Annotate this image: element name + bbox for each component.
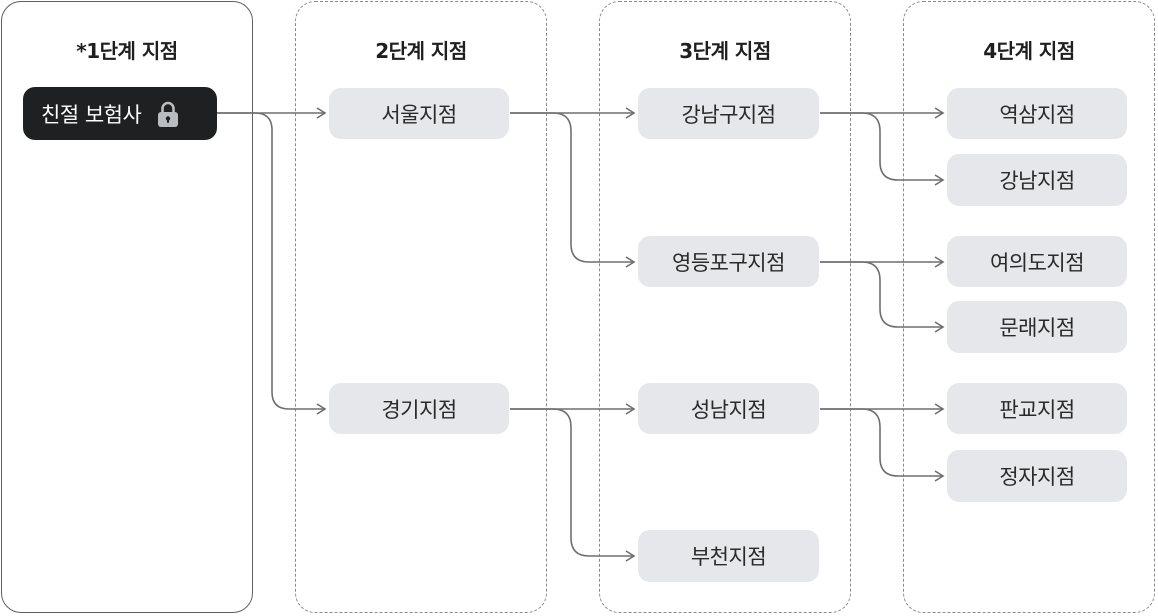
node-label: 영등포구지점 [672,250,785,275]
node-label: 판교지점 [999,397,1075,422]
level3-column: 3단계 지점 [599,1,851,613]
level2-column-title: 2단계 지점 [375,39,467,63]
node-label: 정자지점 [999,465,1075,489]
node-gangnam[interactable]: 강남지점 [947,154,1127,206]
root-node[interactable]: 친절 보험사 [23,87,217,140]
node-gangnamgu[interactable]: 강남구지점 [638,88,819,139]
node-yeouido[interactable]: 여의도지점 [947,236,1127,287]
edge-seoul-yeongdeungpo [510,112,636,268]
node-label: 강남지점 [999,169,1075,193]
node-bucheon[interactable]: 부천지점 [638,530,819,582]
node-gyeonggi[interactable]: 경기지점 [329,383,509,434]
level4-column-title: 4단계 지점 [983,39,1075,63]
node-yeongdeungpogu[interactable]: 영등포구지점 [638,236,819,287]
edge-seongnam-jeongja [820,408,945,482]
edge-gangnamgu-gangnam [820,112,945,186]
level1-column: *1단계 지점 [1,1,253,613]
edge-gyeonggi-bucheon [510,408,636,562]
level4-column: 4단계 지점 [903,1,1155,613]
node-label: 강남구지점 [681,102,776,127]
lock-icon [155,100,181,128]
level3-column-title: 3단계 지점 [679,39,771,63]
node-yeoksam[interactable]: 역삼지점 [947,88,1127,139]
node-label: 부천지점 [690,545,767,569]
node-seongnam[interactable]: 성남지점 [638,383,819,434]
node-label: 문래지점 [999,316,1075,340]
node-label: 서울지점 [381,102,457,127]
level1-column-title: *1단계 지점 [76,39,178,63]
root-node-label: 친절 보험사 [41,102,142,127]
node-label: 경기지점 [381,397,457,422]
node-mullae[interactable]: 문래지점 [947,301,1127,353]
node-jeongja[interactable]: 정자지점 [947,450,1127,502]
edge-yeongdeungpo-mullae [820,261,945,333]
node-label: 성남지점 [690,397,767,422]
level2-column: 2단계 지점 [295,1,547,613]
node-seoul[interactable]: 서울지점 [329,88,509,139]
node-pangyo[interactable]: 판교지점 [947,383,1127,434]
edge-root-gyeonggi [217,112,327,415]
node-label: 역삼지점 [999,102,1075,127]
node-label: 여의도지점 [989,250,1085,275]
